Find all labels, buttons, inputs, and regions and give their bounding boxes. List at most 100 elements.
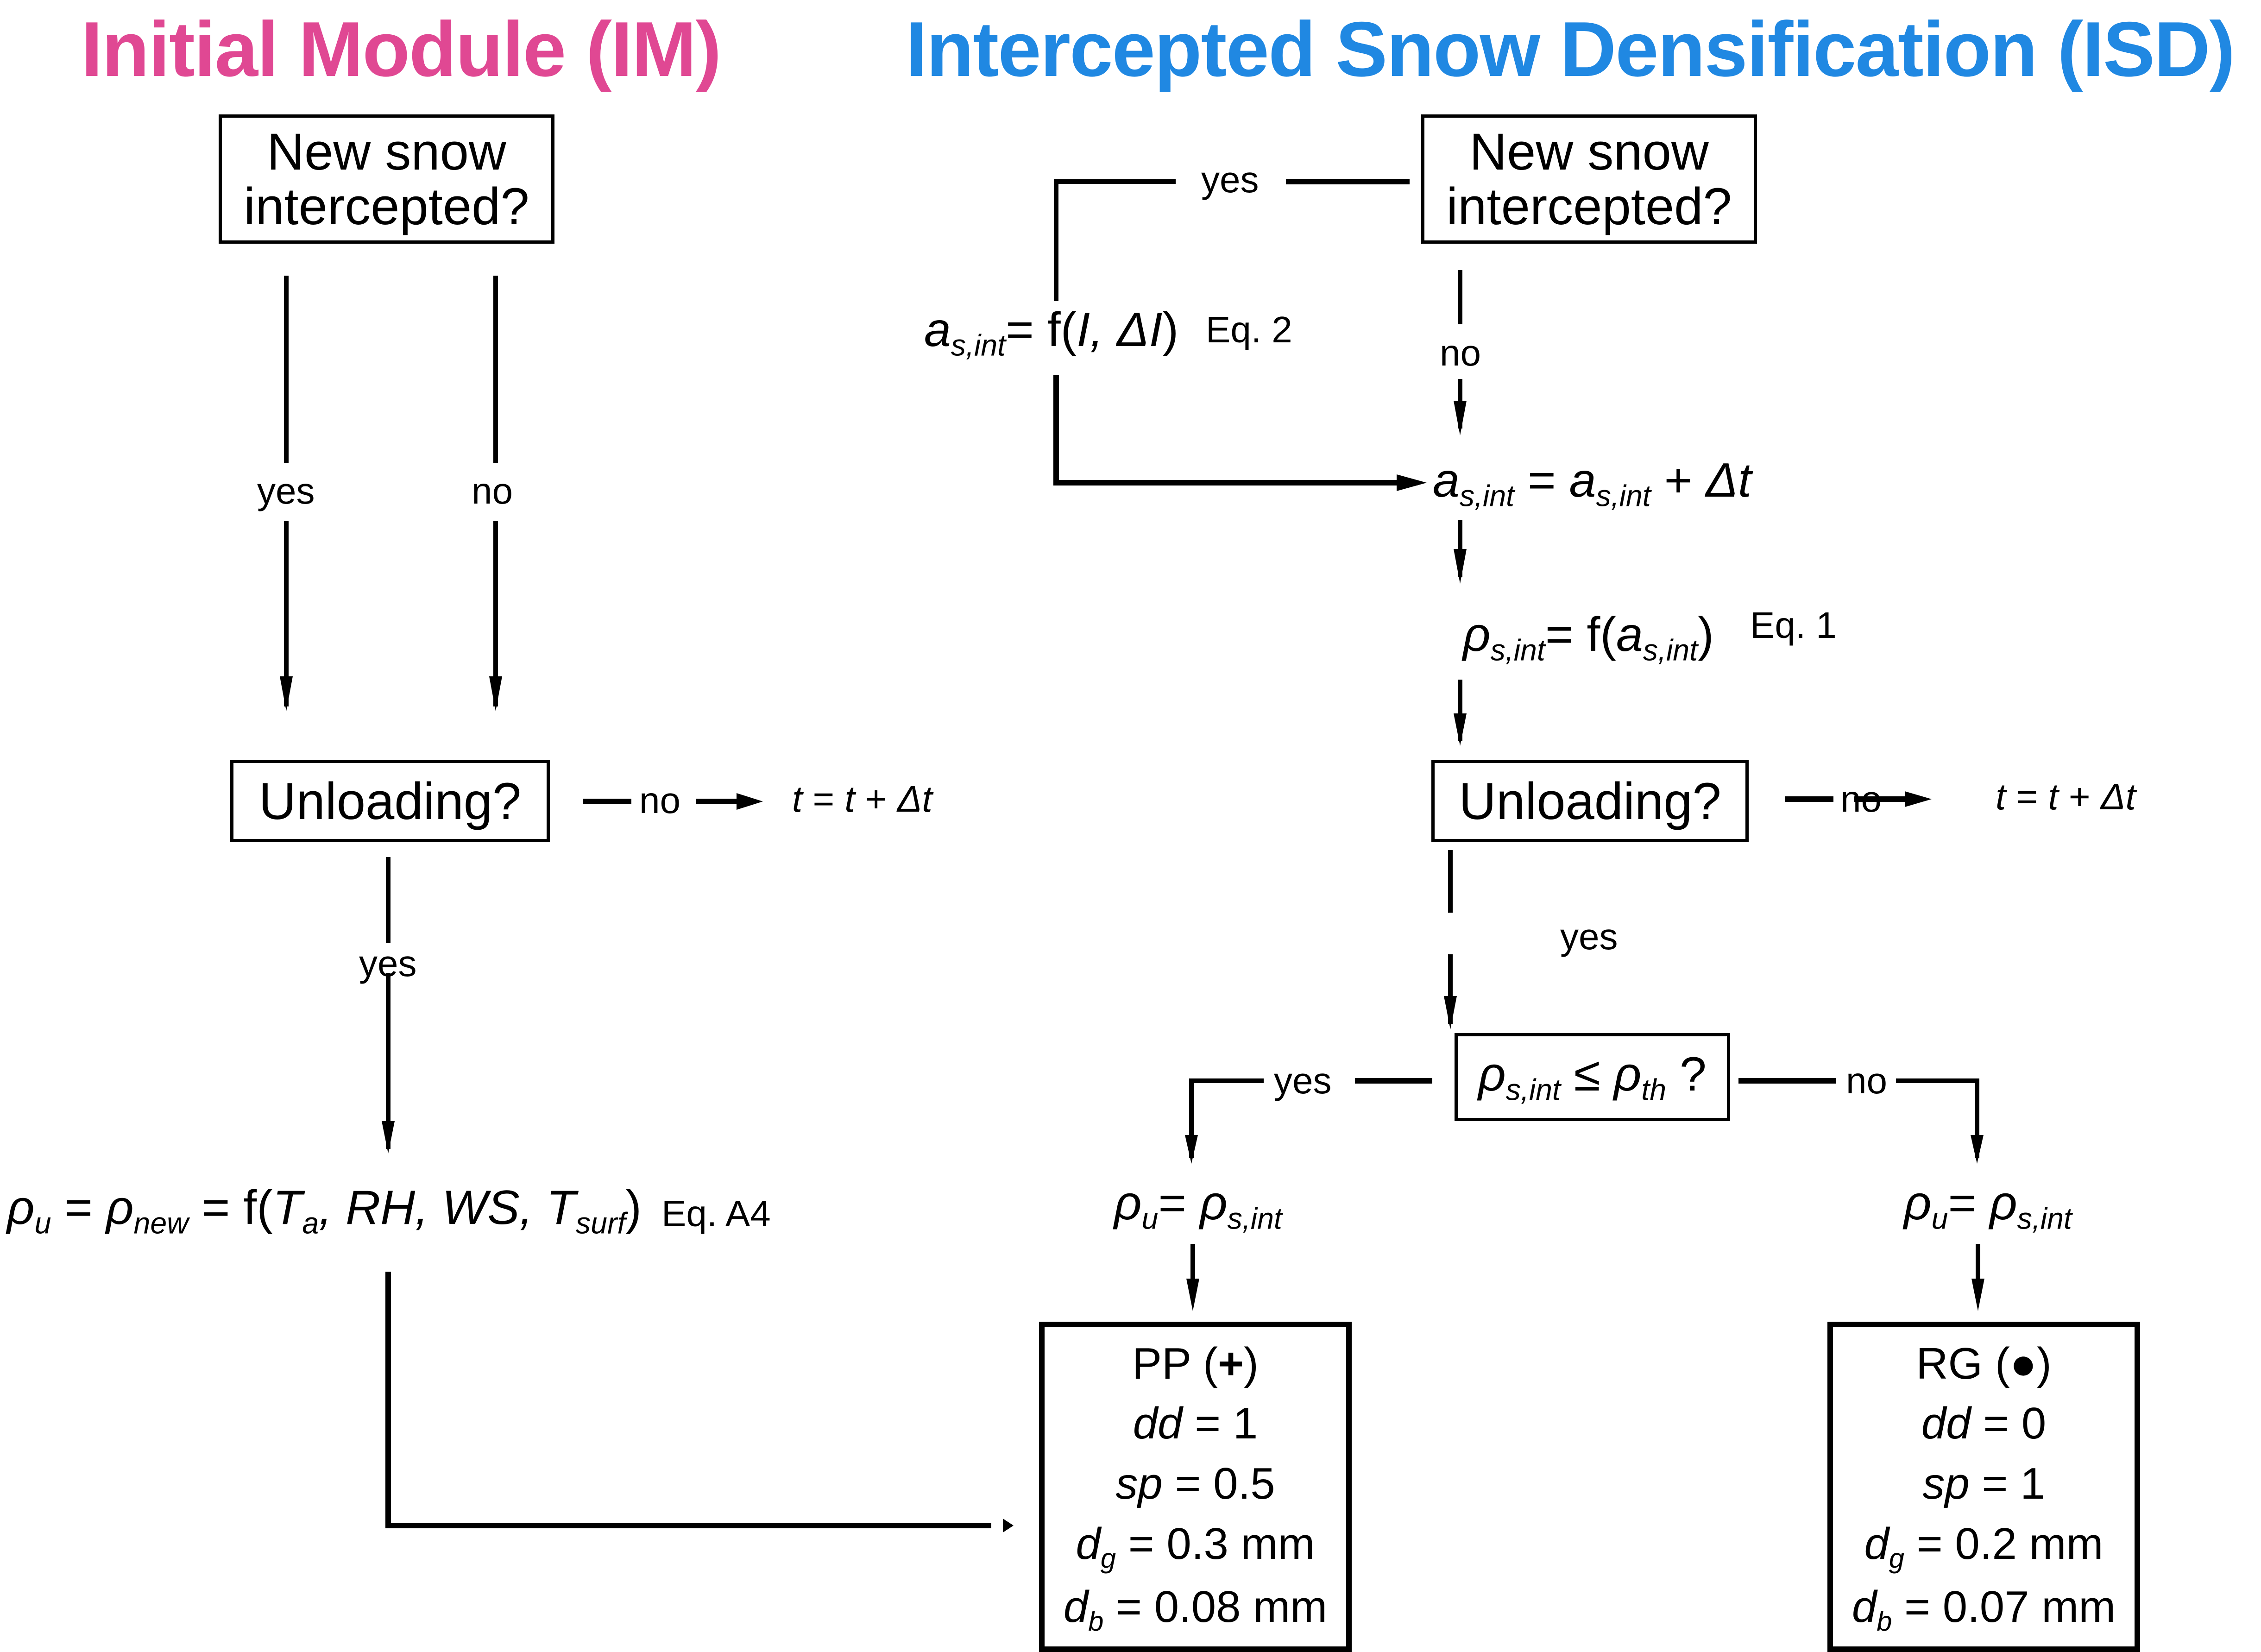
rho-symbol: ρ <box>106 1181 134 1235</box>
pp-name: PP <box>1132 1338 1191 1388</box>
age-symbol: a <box>1616 608 1643 662</box>
db-sub: b <box>1877 1605 1892 1637</box>
sub-a: a <box>302 1206 319 1240</box>
sp-label: sp <box>1922 1458 1970 1508</box>
rho-symbol: ρ <box>1200 1176 1228 1230</box>
pp-dg: dg = 0.3 mm <box>1076 1514 1315 1577</box>
rg-sp: sp = 1 <box>1922 1454 2045 1514</box>
dg-sub: g <box>1100 1542 1116 1574</box>
isd-no-label: no <box>1440 332 1481 373</box>
rho-symbol: ρ <box>1613 1047 1642 1102</box>
function-close: ) <box>1698 608 1714 662</box>
im-eq-ref: Eq. A4 <box>661 1193 771 1234</box>
dg-label: d <box>1864 1519 1889 1569</box>
isd-threshold-yes-label: yes <box>1274 1060 1332 1101</box>
time-var: t <box>792 778 803 820</box>
rg-db: db = 0.07 mm <box>1852 1577 2116 1640</box>
isd-age-reset-eq-ref: Eq. 2 <box>1206 309 1292 350</box>
arrowhead <box>1905 791 1932 807</box>
im-title: Initial Module (IM) <box>81 6 721 93</box>
isd-unloading-text: Unloading? <box>1459 772 1721 830</box>
arrowhead <box>737 793 763 810</box>
isd-age-reset-equation: as,int= f(I, ΔI) <box>924 306 1178 360</box>
function-open: = f( <box>1545 608 1616 662</box>
sp-label: sp <box>1115 1458 1163 1508</box>
db-value: = 0.08 mm <box>1103 1582 1328 1632</box>
rho-symbol: ρ <box>1463 608 1491 662</box>
sub-u: u <box>1141 1202 1159 1236</box>
delta-t: Δt <box>2100 776 2136 817</box>
im-new-snow-line2: intercepted? <box>244 177 529 235</box>
rho-symbol: ρ <box>1904 1176 1932 1230</box>
im-unloading-text: Unloading? <box>258 772 522 830</box>
function-open: = f( <box>1006 303 1077 357</box>
arrowhead <box>382 1121 395 1154</box>
sub-surf: surf <box>575 1206 626 1240</box>
rg-name: RG <box>1916 1338 1983 1388</box>
im-time-step: t = t + Δt <box>792 781 932 818</box>
im-rho-new-equation: ρu = ρnew = f(Ta, RH, WS, Tsurf) <box>7 1184 642 1238</box>
plus: + <box>2058 776 2101 817</box>
sub-u: u <box>34 1206 51 1240</box>
age-symbol: a <box>1569 454 1596 507</box>
temp-air: T <box>272 1181 302 1235</box>
dg-label: d <box>1076 1519 1101 1569</box>
dg-sub: g <box>1889 1542 1905 1574</box>
pp-dd: dd = 1 <box>1133 1393 1258 1454</box>
filled-circle-icon: ● <box>2009 1338 2037 1388</box>
isd-density-eq-ref: Eq. 1 <box>1750 605 1837 646</box>
dg-value: = 0.2 mm <box>1904 1519 2104 1569</box>
function-close: ) <box>1162 303 1179 357</box>
im-to-pp-line <box>385 1272 991 1528</box>
isd-age-reset-to-update-line <box>1053 375 1417 486</box>
im-unload-yes-label: yes <box>359 943 417 984</box>
isd-yes-label: yes <box>1201 159 1259 200</box>
arrowhead <box>1454 549 1467 584</box>
rg-result-box: RG (●) dd = 0 sp = 1 dg = 0.2 mm db = 0.… <box>1827 1322 2140 1652</box>
isd-time-step: t = t + Δt <box>1996 778 2136 815</box>
equals: = <box>2006 776 2048 817</box>
sub-s-int: s,int <box>951 328 1006 362</box>
time-var: t <box>844 778 855 820</box>
age-symbol: a <box>924 303 951 357</box>
db-sub: b <box>1088 1605 1104 1637</box>
equals: = <box>51 1181 106 1235</box>
sub-s-int: s,int <box>1459 479 1515 513</box>
rg-header: RG (●) <box>1916 1338 2052 1388</box>
equals: = <box>1158 1176 1200 1230</box>
dd-label: dd <box>1133 1399 1183 1449</box>
arrowhead <box>1454 401 1467 435</box>
sp-value: = 0.5 <box>1162 1458 1275 1508</box>
isd-new-snow-decision: New snow intercepted? <box>1421 114 1757 244</box>
rho-symbol: ρ <box>1114 1176 1142 1230</box>
delta-t: Δt <box>897 778 932 820</box>
arrowhead <box>1185 1135 1198 1164</box>
rg-dg: dg = 0.2 mm <box>1864 1514 2104 1577</box>
arrowhead <box>489 676 502 711</box>
pp-result-box: PP (+) dd = 1 sp = 0.5 dg = 0.3 mm db = … <box>1039 1322 1352 1652</box>
pp-sp: sp = 0.5 <box>1115 1454 1275 1514</box>
sub-s-int: s,int <box>1596 479 1651 513</box>
plus: + <box>855 778 897 820</box>
isd-unloading-decision: Unloading? <box>1431 760 1749 842</box>
dd-value: = 0 <box>1971 1399 2047 1449</box>
dd-label: dd <box>1921 1399 1971 1449</box>
db-value: = 0.07 mm <box>1892 1582 2116 1632</box>
function-close: ) <box>625 1181 642 1235</box>
isd-new-snow-line2: intercepted? <box>1446 177 1732 235</box>
question-mark: ? <box>1666 1047 1707 1102</box>
arrowhead <box>280 676 293 711</box>
isd-threshold-no-label: no <box>1846 1060 1887 1101</box>
isd-age-update-equation: as,int = as,int + Δt <box>1433 456 1751 511</box>
temp-surf: T <box>546 1181 576 1235</box>
sp-value: = 1 <box>1969 1458 2045 1508</box>
isd-new-snow-line1: New snow <box>1469 122 1709 181</box>
age-symbol: a <box>1433 454 1460 507</box>
time-var: t <box>2048 776 2059 817</box>
threshold-text: ρs,int ≤ ρth ? <box>1478 1047 1707 1107</box>
isd-rho-u-left: ρu= ρs,int <box>1114 1179 1282 1234</box>
arrowhead <box>1186 1279 1199 1311</box>
arrowhead <box>1971 1135 1984 1164</box>
isd-threshold-no-line <box>1896 1078 1979 1158</box>
